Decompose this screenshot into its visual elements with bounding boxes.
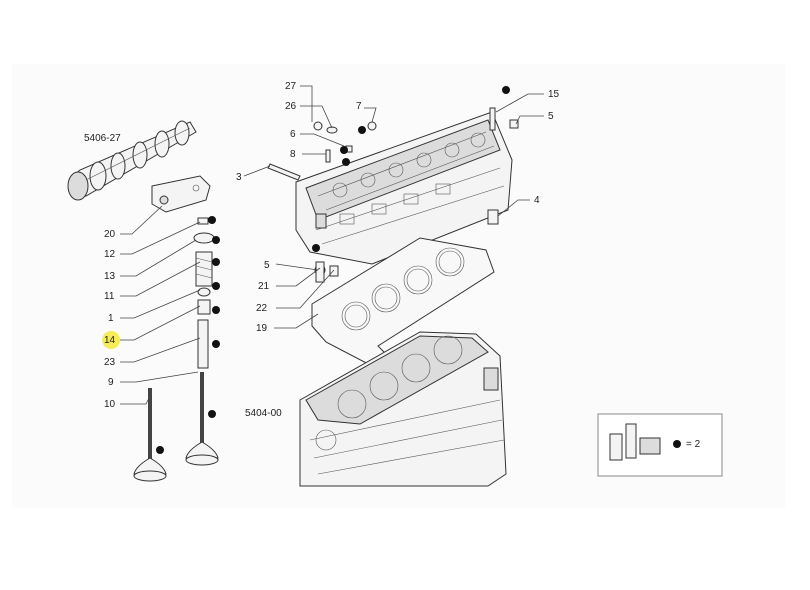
callout-19[interactable]: 19 [256, 323, 268, 334]
callout-12[interactable]: 12 [104, 249, 116, 260]
legend-quantity-text: = 2 [686, 439, 701, 450]
callout-6[interactable]: 6 [290, 129, 296, 140]
callout-7[interactable]: 7 [356, 101, 362, 112]
callout-5-bottom[interactable]: 5 [264, 260, 270, 271]
cylinder-head-drawing [295, 111, 513, 265]
callout-labels: 27 26 7 6 8 3 15 5 4 5 21 22 19 20 12 13… [104, 81, 560, 410]
head-gasket-drawing [311, 237, 495, 367]
callout-15[interactable]: 15 [548, 89, 560, 100]
callout-10[interactable]: 10 [104, 399, 116, 410]
callout-4[interactable]: 4 [534, 195, 540, 206]
callout-11[interactable]: 11 [104, 291, 115, 302]
callout-9[interactable]: 9 [108, 377, 114, 388]
block-ref-label[interactable]: 5404-00 [245, 408, 282, 419]
callout-13[interactable]: 13 [104, 271, 116, 282]
callout-27[interactable]: 27 [285, 81, 297, 92]
leader-lines [120, 85, 544, 405]
valve-right [185, 372, 219, 466]
callout-8[interactable]: 8 [290, 149, 296, 160]
callout-20[interactable]: 20 [104, 229, 116, 240]
engine-block-drawing [299, 331, 507, 487]
callout-1[interactable]: 1 [108, 313, 114, 324]
callout-23[interactable]: 23 [104, 357, 116, 368]
camshaft-ref-label[interactable]: 5406-27 [84, 133, 121, 144]
parts-kit-icon [609, 423, 661, 461]
quantity-legend: = 2 [597, 413, 723, 477]
callout-22[interactable]: 22 [256, 303, 268, 314]
quantity-dots [156, 86, 510, 454]
callout-3[interactable]: 3 [236, 172, 242, 183]
camshaft-drawing [67, 120, 197, 201]
valve-left [133, 388, 167, 482]
callout-14[interactable]: 14 [104, 335, 116, 346]
head-small-parts [267, 107, 519, 283]
callout-21[interactable]: 21 [258, 281, 270, 292]
rocker-arm-drawing [151, 175, 211, 213]
callout-26[interactable]: 26 [285, 101, 297, 112]
highlight-marker [102, 331, 120, 349]
valve-train-stack [193, 217, 215, 369]
legend-dot [673, 440, 681, 448]
callout-5-top[interactable]: 5 [548, 111, 554, 122]
